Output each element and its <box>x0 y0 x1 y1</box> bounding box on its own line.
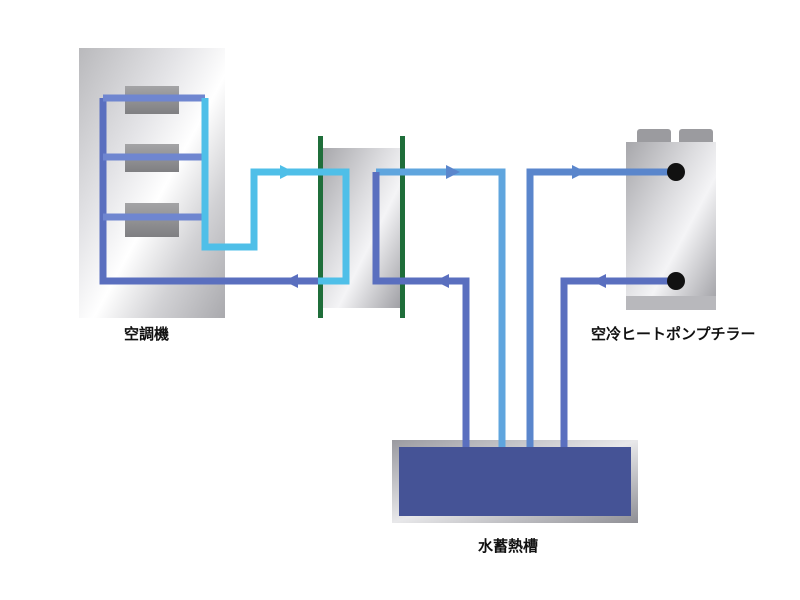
chiller-port-top <box>667 163 685 181</box>
flow-arrow-hx-supply <box>446 165 460 179</box>
pipe-hx-secondary-supply <box>372 172 470 447</box>
pipe-chiller-supply <box>526 168 675 447</box>
flow-arrow-ac-supply <box>280 165 294 179</box>
thermal-storage-tank <box>392 440 638 523</box>
flow-arrow-hx-return <box>435 274 449 288</box>
flow-arrow-chiller-supply <box>572 165 586 179</box>
chiller-fan-right <box>679 129 713 145</box>
pipe-hx-secondary-return <box>376 168 506 447</box>
pipe-ac-supply <box>201 98 350 285</box>
heat-exchanger-plate-left <box>318 136 323 318</box>
heat-exchanger <box>318 136 405 318</box>
flow-arrows <box>280 165 606 288</box>
thermal-storage-tank-label: 水蓄熱槽 <box>478 537 539 555</box>
chiller-port-bottom <box>667 272 685 290</box>
piping <box>99 94 675 447</box>
heat-pump-chiller-label: 空冷ヒートポンプチラー <box>591 325 756 343</box>
chiller-ports <box>667 163 685 290</box>
air-conditioner-label: 空調機 <box>124 325 170 343</box>
chiller-fan-left <box>637 129 671 145</box>
heat-exchanger-plate-right <box>400 136 405 318</box>
flow-arrow-chiller-return <box>592 274 606 288</box>
pipe-chiller-return <box>560 277 675 447</box>
flow-arrow-ac-return <box>284 274 298 288</box>
tank-water <box>399 447 631 516</box>
